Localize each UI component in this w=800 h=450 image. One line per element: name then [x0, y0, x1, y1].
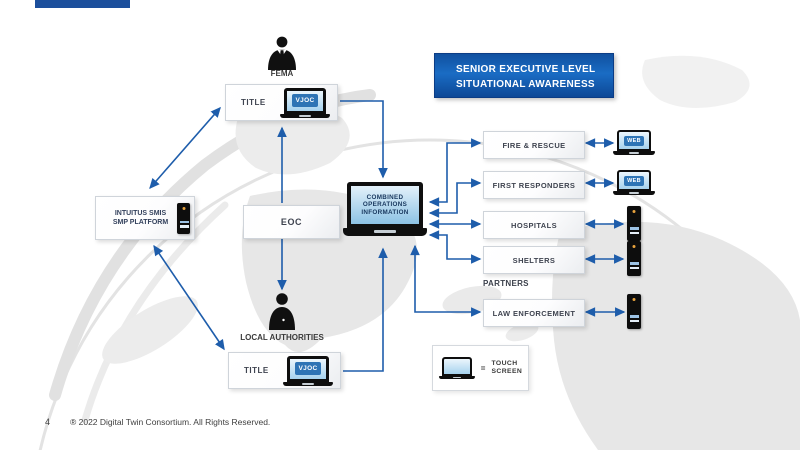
legend-box: = TOUCH SCREEN — [432, 345, 529, 391]
legend-equals: = — [480, 363, 486, 373]
vjoc-screen-label: VJOC — [291, 94, 319, 107]
combined-operations-laptop-icon: COMBINED OPERATIONS INFORMATION — [343, 182, 427, 236]
web-label: WEB — [624, 135, 644, 146]
arrow-central-law-enforcement — [410, 244, 482, 317]
arrow-intuitus-fema-station — [149, 106, 221, 189]
server-icon — [177, 202, 190, 234]
intuitus-platform-box: INTUITUS SMIS SMP PLATFORM — [95, 196, 195, 240]
shelters-label: SHELTERS — [512, 255, 556, 265]
fema-label: FEMA — [270, 69, 294, 78]
combined-operations-screen: COMBINED OPERATIONS INFORMATION — [347, 182, 423, 228]
combined-line3: INFORMATION — [361, 208, 409, 216]
hospitals-box: HOSPITALS — [483, 211, 585, 239]
server-icon — [627, 206, 641, 241]
brand-bar — [35, 0, 130, 8]
touch-screen-laptop-icon — [438, 357, 475, 379]
page-number: 4 — [45, 417, 51, 427]
hospitals-label: HOSPITALS — [511, 220, 557, 230]
web-laptop-icon: WEB — [613, 130, 655, 155]
local-station-box: TITLE VJOC — [228, 352, 341, 389]
arrow-intuitus-local-station — [153, 244, 225, 351]
arrow-central-shelters — [428, 230, 482, 264]
server-icon — [627, 241, 641, 276]
intuitus-line1: INTUITUS SMIS — [114, 210, 167, 217]
arrow-fema-station-central — [340, 100, 388, 179]
senior-executive-banner: SENIOR EXECUTIVE LEVEL SITUATIONAL AWARE… — [434, 53, 614, 98]
banner-line2: SITUATIONAL AWARENESS — [456, 79, 595, 90]
fire-rescue-box: FIRE & RESCUE — [483, 131, 585, 159]
partners-heading: PARTNERS — [483, 279, 529, 288]
local-authorities-label: LOCAL AUTHORITIES — [240, 333, 324, 342]
arrow-central-first-responders — [428, 178, 482, 218]
eoc-label: EOC — [280, 217, 303, 227]
banner-line1: SENIOR EXECUTIVE LEVEL — [456, 64, 596, 75]
fema-station-title: TITLE — [241, 98, 266, 107]
copyright-text: ® 2022 Digital Twin Consortium. All Righ… — [70, 417, 271, 427]
fema-station-box: TITLE VJOC — [225, 84, 338, 121]
fema-person-icon — [264, 36, 300, 75]
arrow-central-fire-rescue — [428, 138, 482, 207]
eoc-box: EOC — [243, 205, 340, 239]
first-responders-box: FIRST RESPONDERS — [483, 171, 585, 199]
web-laptop-icon: WEB — [613, 170, 655, 195]
intuitus-line2: SMP PLATFORM — [112, 219, 169, 226]
legend-line1: TOUCH — [491, 359, 518, 367]
combined-line2: OPERATIONS — [362, 201, 408, 209]
law-enforcement-label: LAW ENFORCEMENT — [492, 308, 576, 318]
legend-line2: SCREEN — [491, 368, 523, 375]
connector-arrows — [149, 100, 626, 372]
combined-line1: COMBINED — [366, 193, 404, 201]
vjoc-laptop-icon: VJOC — [283, 355, 333, 386]
local-station-title: TITLE — [244, 366, 269, 375]
web-label: WEB — [624, 175, 644, 186]
local-authorities-person-icon — [264, 292, 300, 335]
arrow-local-station-central — [343, 247, 388, 372]
first-responders-label: FIRST RESPONDERS — [492, 180, 576, 190]
server-icon — [627, 294, 641, 329]
vjoc-laptop-icon: VJOC — [280, 87, 330, 118]
vjoc-screen-label: VJOC — [294, 362, 322, 375]
fire-rescue-label: FIRE & RESCUE — [502, 140, 566, 150]
shelters-box: SHELTERS — [483, 246, 585, 274]
law-enforcement-box: LAW ENFORCEMENT — [483, 299, 585, 327]
